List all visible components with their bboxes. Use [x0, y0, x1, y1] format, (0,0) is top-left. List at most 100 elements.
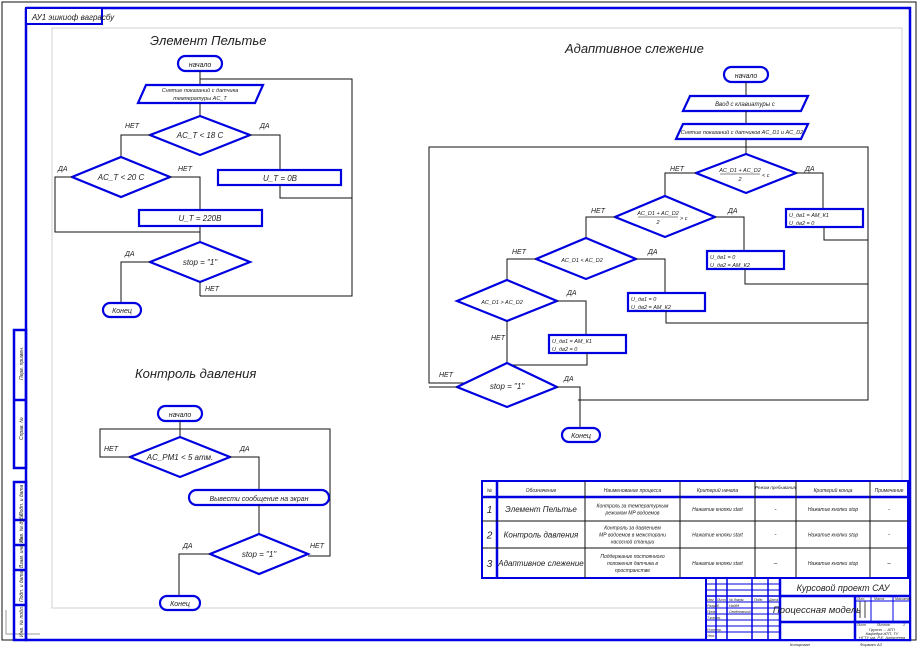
flow3-action1-line: U_дв1 = АМ_К1 — [789, 213, 829, 219]
table-cell-note: – — [886, 561, 891, 567]
flowchart-adaptive: Адаптивное слежение начало Ввод с клавиа… — [428, 41, 869, 444]
table-cell-mode: - — [775, 507, 777, 513]
table-cell-process: насосной станции — [611, 539, 655, 546]
stamp-org: НГТУ им. Р.Е. Алексеева — [859, 635, 906, 640]
flow3-cond4-yes: ДА — [566, 290, 577, 297]
stamp-copy: Копировал — [790, 642, 811, 647]
stamp-hdr: Дата — [768, 598, 778, 602]
flowchart-peltier: Элемент Пельтье начало Снятие показаний … — [54, 33, 353, 319]
table-cell-end: Нажатие кнопки stop — [808, 533, 859, 539]
side-cell: Инв. № дубл. — [19, 512, 25, 543]
side-cell: Перв. примен. — [19, 347, 25, 380]
flow3-action3-line: U_дв1 = 0 — [631, 297, 657, 303]
flow3-action3-line: U_дв2 = АМ_К2 — [631, 305, 671, 311]
stamp-lit: Лит. — [856, 597, 865, 601]
table-header: Критерий начала — [697, 487, 739, 494]
flow3-action1-line: U_дв2 = 0 — [789, 221, 815, 227]
stamp-format: Формат А3 — [860, 642, 883, 647]
flow3-cond2-num: AC_D1 + AC_D2 — [636, 211, 679, 217]
flow3-cond3 — [533, 236, 639, 281]
flow1-input-line: температуры AC_T — [173, 96, 227, 102]
table-cell-num: 3 — [487, 559, 493, 570]
stamp-name: Найдё — [729, 604, 739, 608]
table-cell-process: пространстве — [615, 568, 650, 574]
flow3-cond1-yes: ДА — [804, 166, 815, 173]
table-cell-name: Элемент Пельтье — [505, 505, 577, 514]
table-header: Режим пребывания — [755, 485, 796, 490]
flow1-cond1-yes: ДА — [259, 123, 270, 130]
flow3-input1-label: Ввод с клавиатуры с — [715, 102, 775, 108]
table-cell-process: МР водоемов в межсторани — [599, 533, 666, 539]
flow3-cond1-den: 2 — [737, 177, 741, 183]
flow3-action2-line: U_дв1 = 0 — [710, 255, 736, 261]
flow3-input2-label: Снятие показаний с датчиков AC_D1 и AC_D… — [681, 129, 804, 136]
flow2-cond1-no: НЕТ — [104, 446, 119, 453]
flow1-action-on-label: U_T = 220В — [179, 214, 223, 223]
table-header: Критерий конца — [814, 487, 853, 494]
flow3-end — [560, 426, 602, 444]
flow3-cond3-yes: ДА — [647, 249, 658, 256]
table-cell-start: Нажатие кнопки start — [692, 507, 743, 513]
flow1-cond2-no: НЕТ — [178, 166, 193, 173]
flow1-action-off-label: U_T = 0В — [263, 174, 298, 183]
table-cell-end: Нажатие кнопки stop — [808, 561, 859, 567]
stamp-hdr: Подп. — [754, 598, 763, 602]
stamp-org: Группа ... АТП — [869, 627, 895, 632]
flow3-cond2 — [612, 194, 718, 239]
top-stamp-box — [25, 7, 103, 25]
flow3-cond1-num: AC_D1 + AC_D2 — [718, 168, 761, 174]
flow2-title: Контроль давления — [135, 366, 256, 381]
stamp-role: Н.контр. — [707, 628, 722, 632]
flow3-cond3-label: AC_D1 < AC_D2 — [560, 258, 603, 264]
content-area — [51, 27, 903, 609]
flow3-cond2-yes: ДА — [727, 208, 738, 215]
table-cell-process: положения датчика в — [607, 561, 658, 567]
table-cell-name: Контроль давления — [504, 531, 579, 540]
table-cell-start: Нажатие кнопки start — [692, 533, 743, 539]
flow2-end-label: Конец — [170, 601, 190, 608]
stamp-sheet: Листов — [876, 623, 890, 627]
stamp-project: Курсовой проект САУ — [797, 583, 891, 593]
side-cell: Взам. инв. № — [19, 536, 25, 568]
flow2-action-label: Вывести сообщение на экран — [209, 495, 308, 503]
stamp-role: Разраб. — [707, 604, 720, 608]
table-cell-process: Контроль за температурным — [597, 504, 669, 510]
table-cell-process: режимом МР водоемов — [604, 511, 659, 517]
flow1-end-label: Конец — [112, 308, 132, 315]
table-cell-num: 2 — [486, 531, 493, 542]
table-cell-process: Контроль за давлением — [604, 526, 661, 532]
stamp-hdr: № докум. — [729, 598, 744, 602]
flow3-input2 — [674, 122, 810, 141]
stamp-name: Семёновский — [729, 610, 751, 614]
flow3-action4-line: U_дв2 = 0 — [552, 347, 578, 353]
stamp-lit: Масса — [874, 597, 884, 601]
flow1-stop-no: НЕТ — [205, 286, 220, 293]
flow1-stop-label: stop = "1" — [183, 258, 219, 267]
flow2-cond1-label: AC_PM1 < 5 атм. — [146, 453, 214, 462]
table-header: Обозначение — [526, 488, 557, 494]
flow2-cond1-yes: ДА — [239, 446, 250, 453]
title-block: Курсовой проект САУ Процессная модель Из… — [705, 577, 912, 647]
flow1-cond1 — [146, 114, 254, 157]
stamp-role: Утв. — [707, 634, 715, 638]
table-cell-mode: - — [775, 533, 777, 539]
flow1-input-line: Снятие показаний с датчика — [162, 87, 239, 94]
flow1-start-label: начало — [189, 62, 212, 69]
flow1-input — [136, 83, 265, 105]
flow3-cond1 — [692, 152, 800, 195]
flow3-cond2-no: НЕТ — [591, 208, 606, 215]
flow3-title: Адаптивное слежение — [564, 41, 704, 56]
flow1-cond2-label: AC_T < 20 C — [97, 173, 145, 182]
stamp-role: Пров. — [707, 610, 716, 614]
flow2-cond1 — [127, 435, 233, 479]
flow2-stop-label: stop = "1" — [242, 550, 278, 559]
stamp-lit: Масштаб — [895, 597, 912, 601]
flow2-start-label: начало — [169, 412, 192, 419]
stamp-hdr: Изм — [707, 598, 714, 602]
flow1-cond2-yes: ДА — [57, 166, 68, 173]
table-cell-num: 1 — [487, 505, 493, 516]
flow3-stop-cond — [454, 361, 560, 409]
table-cell-end: Нажатие кнопки stop — [808, 507, 859, 513]
